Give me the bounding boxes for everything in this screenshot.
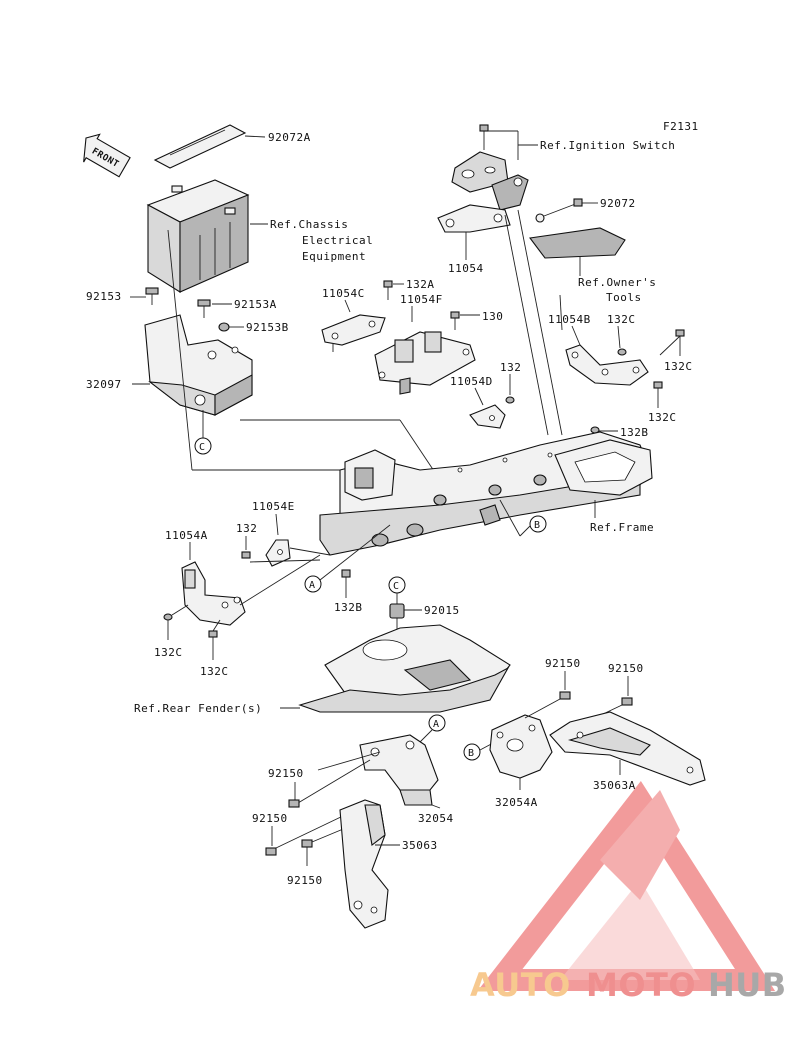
label-132-top: 132 [500,361,521,374]
bolt-92150-d [559,691,571,700]
label-92153A: 92153A [234,298,277,311]
label-ref-fender: Ref.Rear Fender(s) [134,702,262,715]
svg-text:A: A [433,719,440,730]
bracket-11054E [265,539,291,567]
callout-b-1: B [529,515,547,533]
rear-fender-part [298,624,511,713]
bolt-132C-r2 [653,381,663,408]
bolt-92150-a [288,799,300,808]
label-132C-r2: 132C [648,411,677,424]
label-92150-a: 92150 [268,767,304,780]
bolt-132-top [505,396,515,404]
battery-strap-part [153,124,266,169]
damper-92015 [389,603,405,619]
watermark-part-2: MOTO [586,966,696,1004]
svg-text:C: C [393,581,400,592]
label-132C-top: 132C [607,313,636,326]
callout-c-1: C [194,437,212,455]
label-ref-chassis-3: Equipment [302,250,366,263]
watermark-part-1: AUTO [470,966,571,1004]
ignition-bolt [479,124,489,150]
label-11054B: 11054B [548,313,591,326]
label-11054C: 11054C [322,287,365,300]
battery-part [146,179,250,293]
label-32054A: 32054A [495,796,538,809]
label-92015: 92015 [424,604,460,617]
screw-92153 [145,287,159,305]
front-arrow-icon: FRONT [83,133,131,178]
bracket-32054 [359,734,439,806]
label-92150-c: 92150 [287,874,323,887]
watermark-part-3: HUB [708,966,787,1004]
callout-a-2: A [428,714,446,732]
ignition-switch-part [451,151,529,211]
bolt-132A [383,280,393,300]
bracket-11054D [469,404,506,429]
label-92072: 92072 [600,197,636,210]
label-11054A: 11054A [165,529,208,542]
bracket-11054C [321,314,386,352]
callout-a-1: A [304,575,322,593]
bolt-92150-e [621,697,633,706]
watermark-logo [477,780,776,991]
bolt-132C-l1 [163,604,189,621]
label-ref-frame: Ref.Frame [590,521,654,534]
svg-text:A: A [309,580,316,591]
label-92153B: 92153B [246,321,289,334]
label-92153: 92153 [86,290,122,303]
label-132A: 132A [406,278,435,291]
bracket-11054A [181,561,246,626]
label-132B-mid: 132B [334,601,363,614]
label-32054: 32054 [418,812,454,825]
label-35063: 35063 [402,839,438,852]
svg-text:B: B [534,520,541,531]
bolt-132B-mid [341,569,351,578]
label-32097: 32097 [86,378,122,391]
label-11054E: 11054E [252,500,295,513]
label-132C-l1: 132C [154,646,183,659]
label-132B-right: 132B [620,426,649,439]
callout-b-2: B [463,743,481,761]
bolt-132C-top [617,348,627,356]
label-11054: 11054 [448,262,484,275]
svg-text:C: C [199,442,206,453]
label-35063A: 35063A [593,779,636,792]
tool-strap-92072 [535,198,583,223]
label-132C-l2: 132C [200,665,229,678]
bracket-11054B [565,344,649,386]
label-132C-r1: 132C [664,360,693,373]
bracket-32054A [489,714,553,779]
bolt-92150-b [265,847,277,856]
label-ref-tools-1: Ref.Owner's [578,276,656,289]
label-92150-b: 92150 [252,812,288,825]
watermark-wordmark: AUTO MOTO HUB [470,966,787,1004]
label-ref-chassis-2: Electrical [302,234,373,247]
footpeg-bracket-35063A [549,711,706,786]
label-92150-e: 92150 [608,662,644,675]
screw-92153A [197,299,211,318]
bolt-132-mid [241,551,251,559]
bracket-11054F [374,331,476,395]
screw-92153B [218,322,230,332]
svg-text:B: B [468,748,475,759]
label-132-mid: 132 [236,522,257,535]
label-11054D: 11054D [450,375,493,388]
label-130: 130 [482,310,503,323]
callout-c-2: C [388,576,406,594]
owners-tools-part [529,227,626,259]
label-ref-chassis-1: Ref.Chassis [270,218,348,231]
battery-case-part [144,314,253,416]
label-92150-d: 92150 [545,657,581,670]
bolt-130 [450,311,460,330]
label-ref-tools-2: Tools [606,291,642,304]
frame-part [319,431,653,556]
diagram-code: F2131 [663,120,699,133]
bracket-11054 [437,204,511,233]
label-ref-ignition: Ref.Ignition Switch [540,139,675,152]
bolt-92150-c [301,839,313,848]
label-11054F: 11054F [400,293,443,306]
label-92072A: 92072A [268,131,311,144]
footpeg-bracket-35063 [339,799,389,929]
